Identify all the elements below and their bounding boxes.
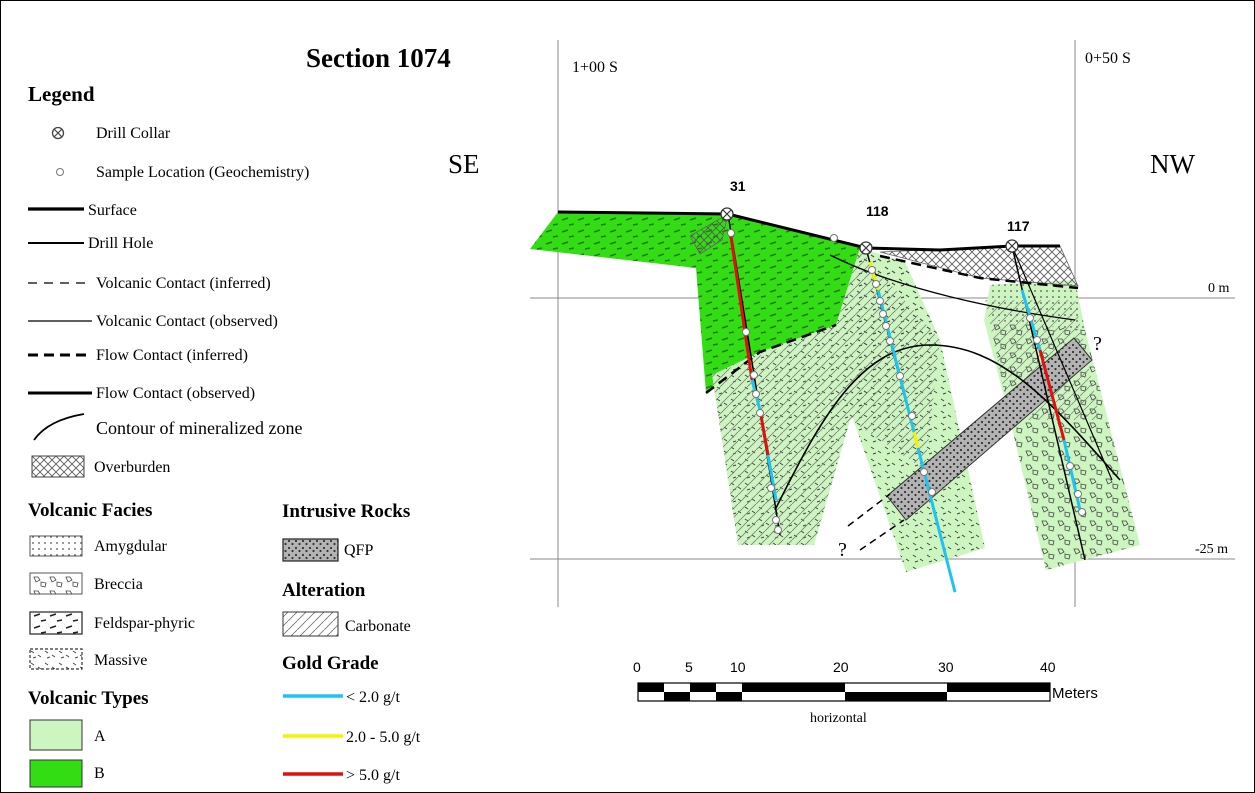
volcanic-facies-heading: Volcanic Facies — [28, 500, 152, 521]
facies-label-amygdular: Amygdular — [94, 538, 168, 555]
qfp-swatch-icon — [282, 538, 339, 562]
type-label-b: B — [94, 765, 105, 782]
type-label-a: A — [94, 728, 106, 745]
grade-label-low: < 2.0 g/t — [346, 689, 400, 706]
legend-label-flow-contact-inferred: Flow Contact (inferred) — [96, 347, 248, 364]
scale-tick-30: 30 — [938, 659, 954, 675]
type-b-texture — [530, 212, 860, 393]
scale-tick-10: 10 — [730, 659, 746, 675]
feldspar-phyric-swatch-icon — [29, 611, 83, 635]
amygdular-swatch-icon — [29, 535, 83, 557]
legend: Section 1074 Legend Drill Collar Sample … — [28, 43, 451, 788]
drill-collar-117 — [1005, 239, 1019, 253]
drill-hole-label-31: 31 — [730, 178, 746, 194]
scale-tick-20: 20 — [833, 659, 849, 675]
scale-unit: Meters — [1052, 685, 1098, 702]
scale-tick-0: 0 — [633, 659, 641, 675]
elevation-label-0m: 0 m — [1208, 281, 1230, 296]
question-mark-lower: ? — [838, 539, 847, 561]
cross-section: 1+00 S 0+50 S 0 m -25 m SE NW — [448, 40, 1235, 607]
question-mark-upper: ? — [1093, 333, 1102, 355]
type-a-swatch-icon — [29, 719, 83, 751]
carbonate-swatch-icon — [282, 611, 339, 637]
overburden-swatch-icon — [31, 455, 85, 478]
intrusive-label-qfp: QFP — [344, 542, 373, 559]
massive-swatch-icon — [29, 648, 83, 670]
contour-mineralized-zone-icon — [33, 413, 85, 441]
facies-label-breccia: Breccia — [94, 576, 143, 593]
legend-label-surface: Surface — [88, 202, 137, 219]
legend-label-drill-collar: Drill Collar — [96, 125, 171, 142]
figure-title: Section 1074 — [306, 43, 451, 73]
type-b-swatch-icon — [29, 759, 83, 788]
grade-label-mid: 2.0 - 5.0 g/t — [346, 729, 421, 746]
breccia-swatch-icon — [29, 572, 83, 595]
drill-collar-icon — [51, 126, 65, 140]
direction-se: SE — [448, 149, 480, 179]
mineralized-zone-contour-2 — [829, 254, 1076, 321]
legend-label-contour: Contour of mineralized zone — [96, 418, 302, 438]
legend-heading: Legend — [28, 82, 95, 106]
grade-label-high: > 5.0 g/t — [346, 767, 400, 784]
volcanic-types-heading: Volcanic Types — [28, 688, 149, 709]
gold-grade-heading: Gold Grade — [282, 653, 379, 674]
legend-label-volcanic-contact-observed: Volcanic Contact (observed) — [96, 313, 278, 330]
direction-nw: NW — [1150, 149, 1195, 179]
grid-label-left: 1+00 S — [572, 59, 618, 76]
volcanic-contact-inferred-dike — [847, 493, 905, 551]
sample-locations — [727, 229, 1086, 534]
drill-hole-label-118: 118 — [866, 203, 889, 219]
scale-tick-40: 40 — [1040, 659, 1056, 675]
legend-label-overburden: Overburden — [94, 459, 170, 476]
scale-caption: horizontal — [810, 711, 867, 726]
facies-label-massive: Massive — [94, 652, 147, 669]
mineralized-zone-contour — [774, 344, 1121, 511]
flow-contact-inferred — [705, 323, 837, 394]
sample-location-icon — [56, 168, 64, 176]
surface-line — [557, 210, 1060, 252]
drill-collar-118 — [859, 241, 873, 255]
facies-label-feldspar-phyric: Feldspar-phyric — [94, 615, 195, 632]
intrusive-rocks-heading: Intrusive Rocks — [282, 501, 410, 522]
scale-tick-5: 5 — [685, 659, 693, 675]
drill-hole-secondary — [1011, 245, 1113, 481]
legend-label-drill-hole: Drill Hole — [88, 235, 153, 252]
legend-label-volcanic-contact-inferred: Volcanic Contact (inferred) — [96, 275, 271, 292]
scale-bar: 0 5 10 20 30 40 Meters horizontal — [633, 659, 1098, 726]
legend-label-flow-contact-observed: Flow Contact (observed) — [96, 385, 255, 402]
drill-hole-label-117: 117 — [1007, 218, 1030, 234]
alteration-heading: Alteration — [282, 580, 366, 601]
qfp-dike — [886, 337, 1093, 521]
legend-label-sample-location: Sample Location (Geochemistry) — [96, 164, 309, 181]
grid-label-right: 0+50 S — [1085, 50, 1131, 67]
elevation-label-25m: -25 m — [1195, 542, 1228, 557]
drill-collar-31 — [720, 207, 734, 221]
overburden-body-left — [689, 213, 729, 255]
flow-contact-inferred-right — [879, 254, 1079, 290]
alteration-label-carbonate: Carbonate — [345, 618, 411, 635]
